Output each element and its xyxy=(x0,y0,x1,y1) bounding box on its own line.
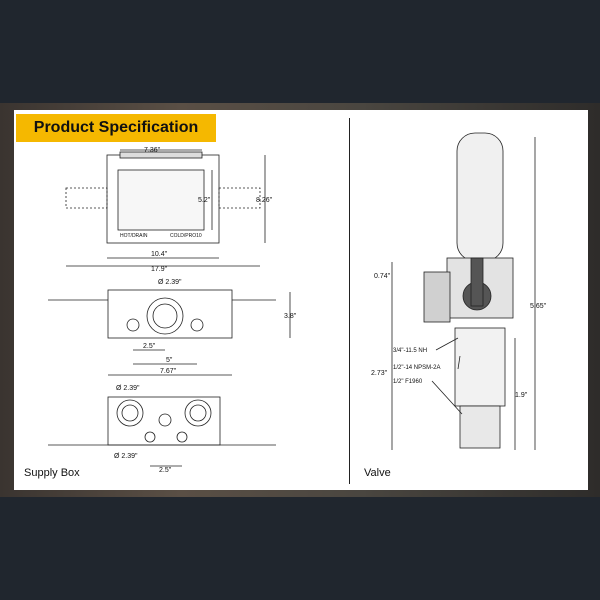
label-thread-nh: 3/4"-11.5 NH xyxy=(393,348,427,354)
label-thread-npsm: 1/2"-14 NPSM-2A xyxy=(393,365,440,371)
bottom-dark-band xyxy=(0,497,600,600)
valve-threaded-stem xyxy=(454,327,506,407)
dim-side-diameter: Ø 2.39" xyxy=(158,279,182,286)
dim-front-height-outer: 8.26" xyxy=(256,197,273,204)
dim-valve-lower-height: 2.73" xyxy=(371,370,388,377)
side-large-port-inner xyxy=(152,303,178,329)
valve-handle-lever xyxy=(470,257,484,307)
valve-air-chamber xyxy=(456,132,504,262)
panel-divider xyxy=(349,118,350,484)
bottom-small-port-right xyxy=(176,431,188,443)
valve-label: Valve xyxy=(364,467,391,479)
dim-side-spacing-small: 2.5" xyxy=(143,343,156,350)
leader-nh xyxy=(435,337,459,351)
bottom-box xyxy=(107,396,221,446)
dim-side-spacing-mid: 5" xyxy=(166,357,173,364)
dim-front-height-inner: 5.2" xyxy=(198,197,211,204)
front-left-marking: HOT/DRAIN xyxy=(120,233,148,239)
top-dark-band xyxy=(0,0,600,103)
valve-side-outlet xyxy=(423,271,451,323)
dim-valve-top-offset: 0.74" xyxy=(374,273,391,280)
bottom-small-port-left xyxy=(144,431,156,443)
dim-side-height: 3.8" xyxy=(284,313,297,320)
front-right-marking: COLD/PRO10 xyxy=(170,233,202,239)
dim-side-width: 7.67" xyxy=(160,368,177,375)
front-left-wing xyxy=(65,187,108,209)
side-small-port-right xyxy=(190,318,204,332)
leader-f1960 xyxy=(431,380,463,415)
supply-box-label: Supply Box xyxy=(24,467,80,479)
leader-npsm xyxy=(457,355,461,370)
valve-pex-fitting xyxy=(459,405,501,449)
bottom-small-port-top xyxy=(158,413,172,427)
dim-front-width-top: 7.36" xyxy=(144,147,161,154)
dim-valve-pex-height: 1.9" xyxy=(515,392,528,399)
bottom-large-port-left xyxy=(116,399,144,427)
side-box xyxy=(107,289,233,339)
dim-bottom-diameter-top: Ø 2.39" xyxy=(116,385,140,392)
bottom-view xyxy=(48,396,276,467)
front-box-opening xyxy=(117,169,205,231)
dim-front-width-overall: 17.9" xyxy=(151,266,168,273)
bottom-large-port-right xyxy=(184,399,212,427)
dim-bottom-spacing: 2.5" xyxy=(159,467,172,474)
bottom-large-port-right-inner xyxy=(189,404,207,422)
front-view xyxy=(65,149,266,267)
side-large-port-outer xyxy=(146,297,184,335)
label-f1960: 1/2" F1960 xyxy=(393,379,423,385)
side-small-port-left xyxy=(126,318,140,332)
valve-drawing xyxy=(391,132,536,450)
bottom-large-port-left-inner xyxy=(121,404,139,422)
dim-front-width-box: 10.4" xyxy=(151,251,168,258)
dim-valve-height-overall: 5.65" xyxy=(530,303,547,310)
page-title: Product Specification xyxy=(16,114,216,142)
dim-bottom-diameter-bottom: Ø 2.39" xyxy=(114,453,138,460)
front-box-lid xyxy=(119,151,203,159)
front-right-wing xyxy=(218,187,261,209)
side-view xyxy=(48,289,291,376)
